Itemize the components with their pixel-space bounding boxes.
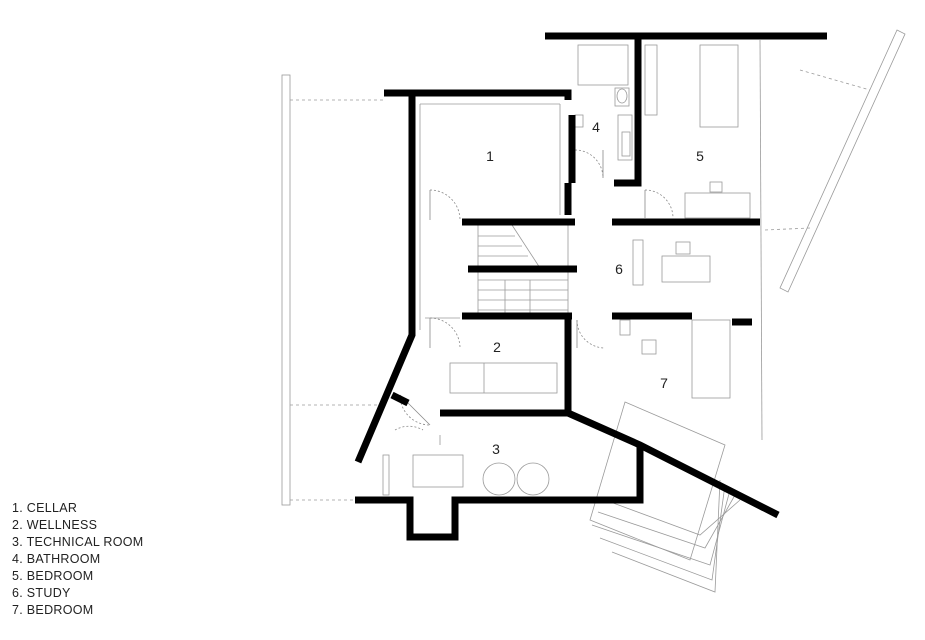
legend-item: 3. TECHNICAL ROOM	[12, 535, 144, 549]
room-numbers: 1 2 3 4 5 6 7	[486, 119, 704, 457]
room-number-2: 2	[493, 339, 501, 355]
furniture	[382, 39, 763, 496]
walls	[354, 32, 827, 541]
legend-item: 2. WELLNESS	[12, 518, 98, 532]
room-number-4: 4	[592, 119, 600, 135]
room-number-3: 3	[492, 441, 500, 457]
room-number-1: 1	[486, 148, 494, 164]
terrace-outlines	[281, 29, 906, 506]
legend-item: 7. BEDROOM	[12, 603, 94, 617]
ground-steps	[589, 401, 741, 593]
legend-item: 4. BATHROOM	[12, 552, 101, 566]
legend-item: 5. BEDROOM	[12, 569, 94, 583]
legend-item: 1. CELLAR	[12, 501, 78, 515]
legend-item: 6. STUDY	[12, 586, 71, 600]
room-number-5: 5	[696, 148, 704, 164]
room-number-6: 6	[615, 261, 623, 277]
room-number-7: 7	[660, 375, 668, 391]
room-legend: 1. CELLAR 2. WELLNESS 3. TECHNICAL ROOM …	[12, 500, 144, 619]
